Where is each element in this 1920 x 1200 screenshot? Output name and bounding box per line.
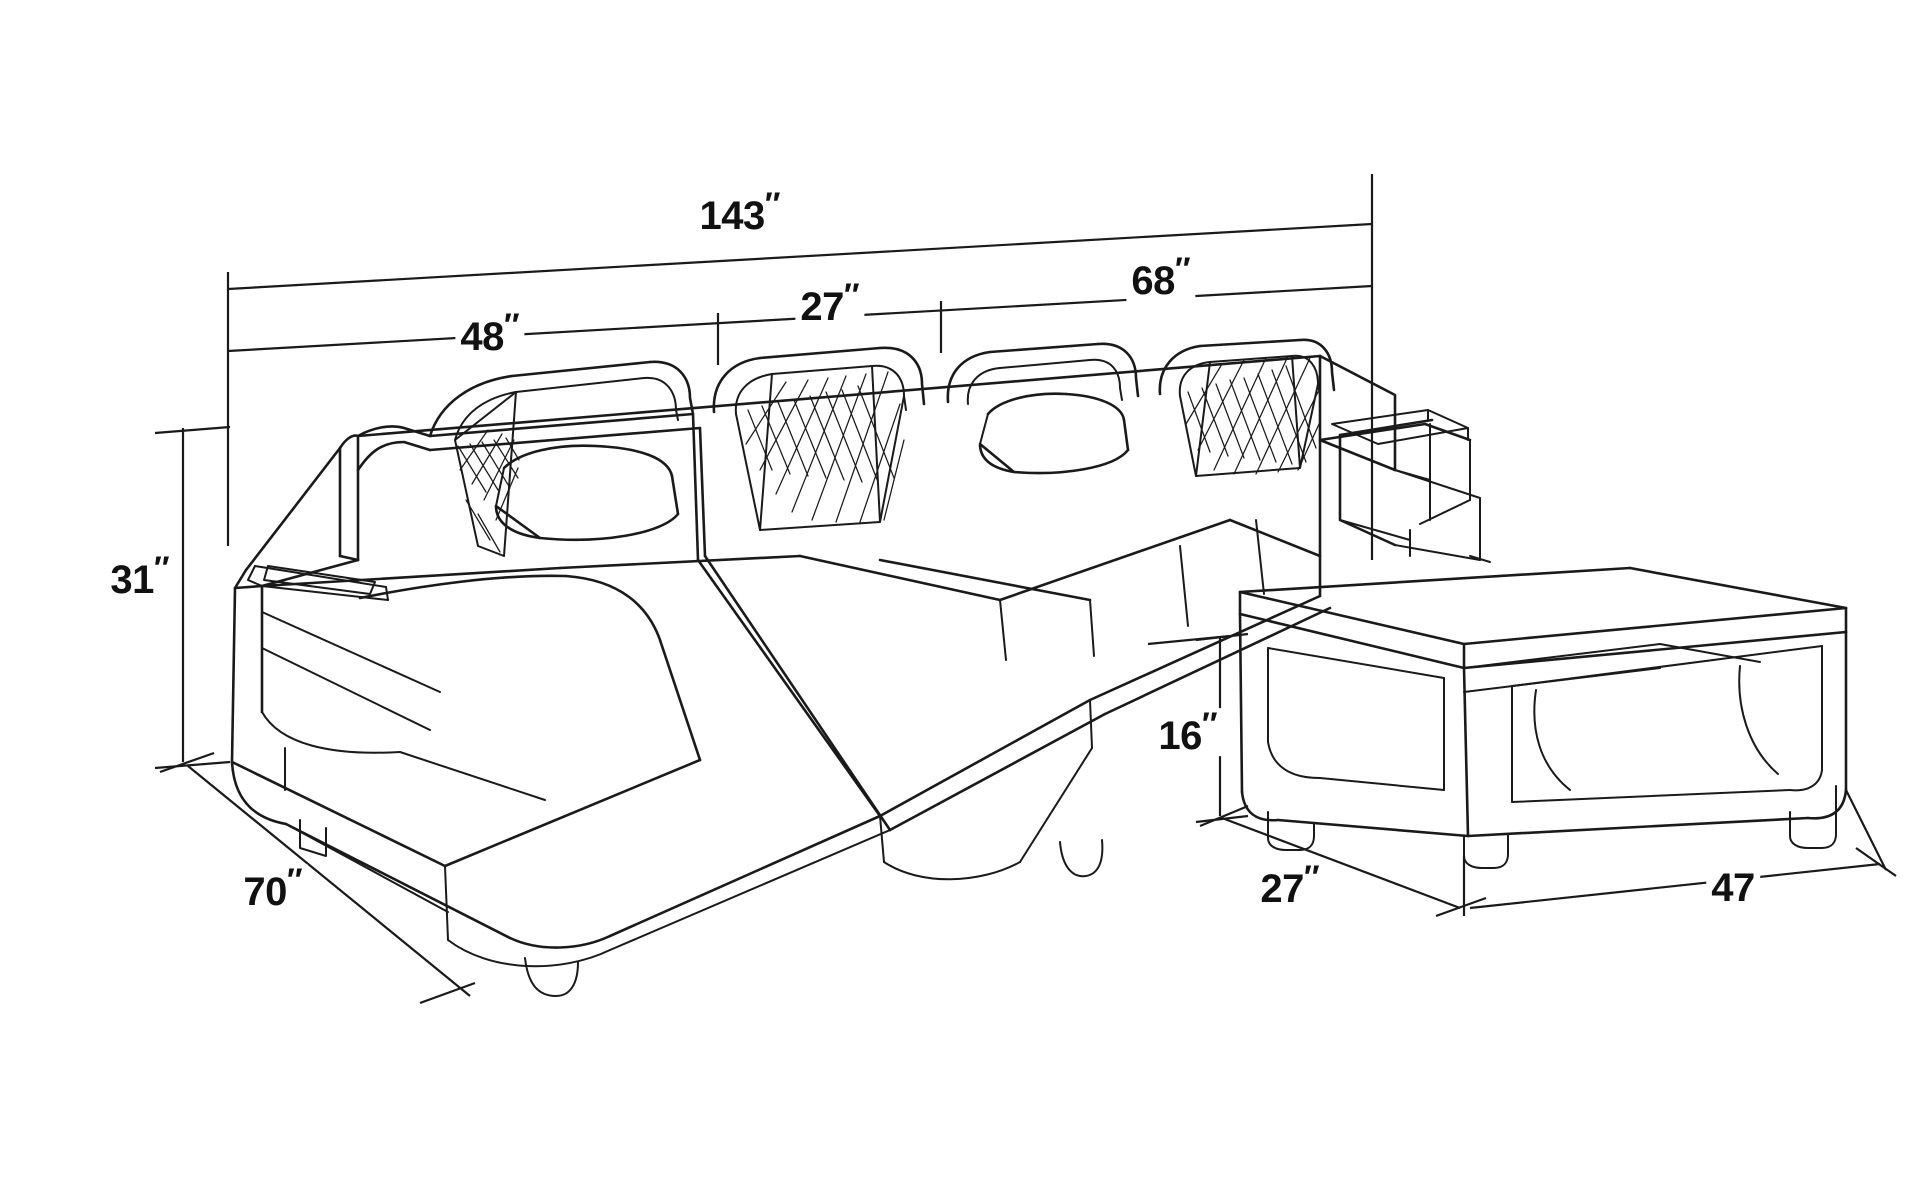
dim-value-27-table: 27: [1260, 866, 1304, 911]
dim-unit-70: ″: [286, 861, 303, 899]
coffee-table: [1238, 566, 1848, 869]
dim-value-27-seat: 27: [800, 284, 844, 329]
dimension-label-overall-height: 31″: [105, 549, 175, 602]
dim-value-48: 48: [460, 314, 504, 359]
dim-unit-31: ″: [153, 549, 170, 587]
sectional-sofa: [230, 338, 1491, 997]
dimension-label-chaise-depth: 70″: [238, 861, 308, 914]
dimension-label-table-depth: 27″: [1255, 858, 1325, 911]
dimension-label-sofa-section-width: 68″: [1126, 250, 1196, 303]
table-dimension-lines: [1147, 632, 1897, 918]
dim-unit-27-table: ″: [1303, 858, 1320, 896]
depth-dimension-line: [159, 751, 476, 1005]
dim-value-47: 47: [1711, 865, 1755, 910]
dimension-label-table-height: 16″: [1153, 705, 1223, 758]
dim-value-31: 31: [110, 557, 154, 602]
dim-unit-143: ″: [764, 185, 781, 223]
dim-unit-48: ″: [503, 306, 520, 344]
dimension-label-chaise-width: 48″: [455, 306, 525, 359]
dim-unit-68: ″: [1174, 250, 1191, 288]
dim-value-70: 70: [243, 869, 287, 914]
dimension-label-overall-width: 143″: [694, 185, 786, 238]
dimension-label-table-length: 47: [1706, 860, 1760, 908]
dimension-label-center-seat-width: 27″: [795, 276, 865, 329]
dim-value-68: 68: [1131, 258, 1175, 303]
dim-unit-16: ″: [1201, 705, 1218, 743]
height-dimension-line: [154, 425, 231, 770]
dim-value-143: 143: [699, 193, 766, 238]
dim-value-16: 16: [1158, 713, 1202, 758]
dim-unit-27-seat: ″: [843, 276, 860, 314]
diamond-quilt-hatching: [457, 355, 1321, 553]
